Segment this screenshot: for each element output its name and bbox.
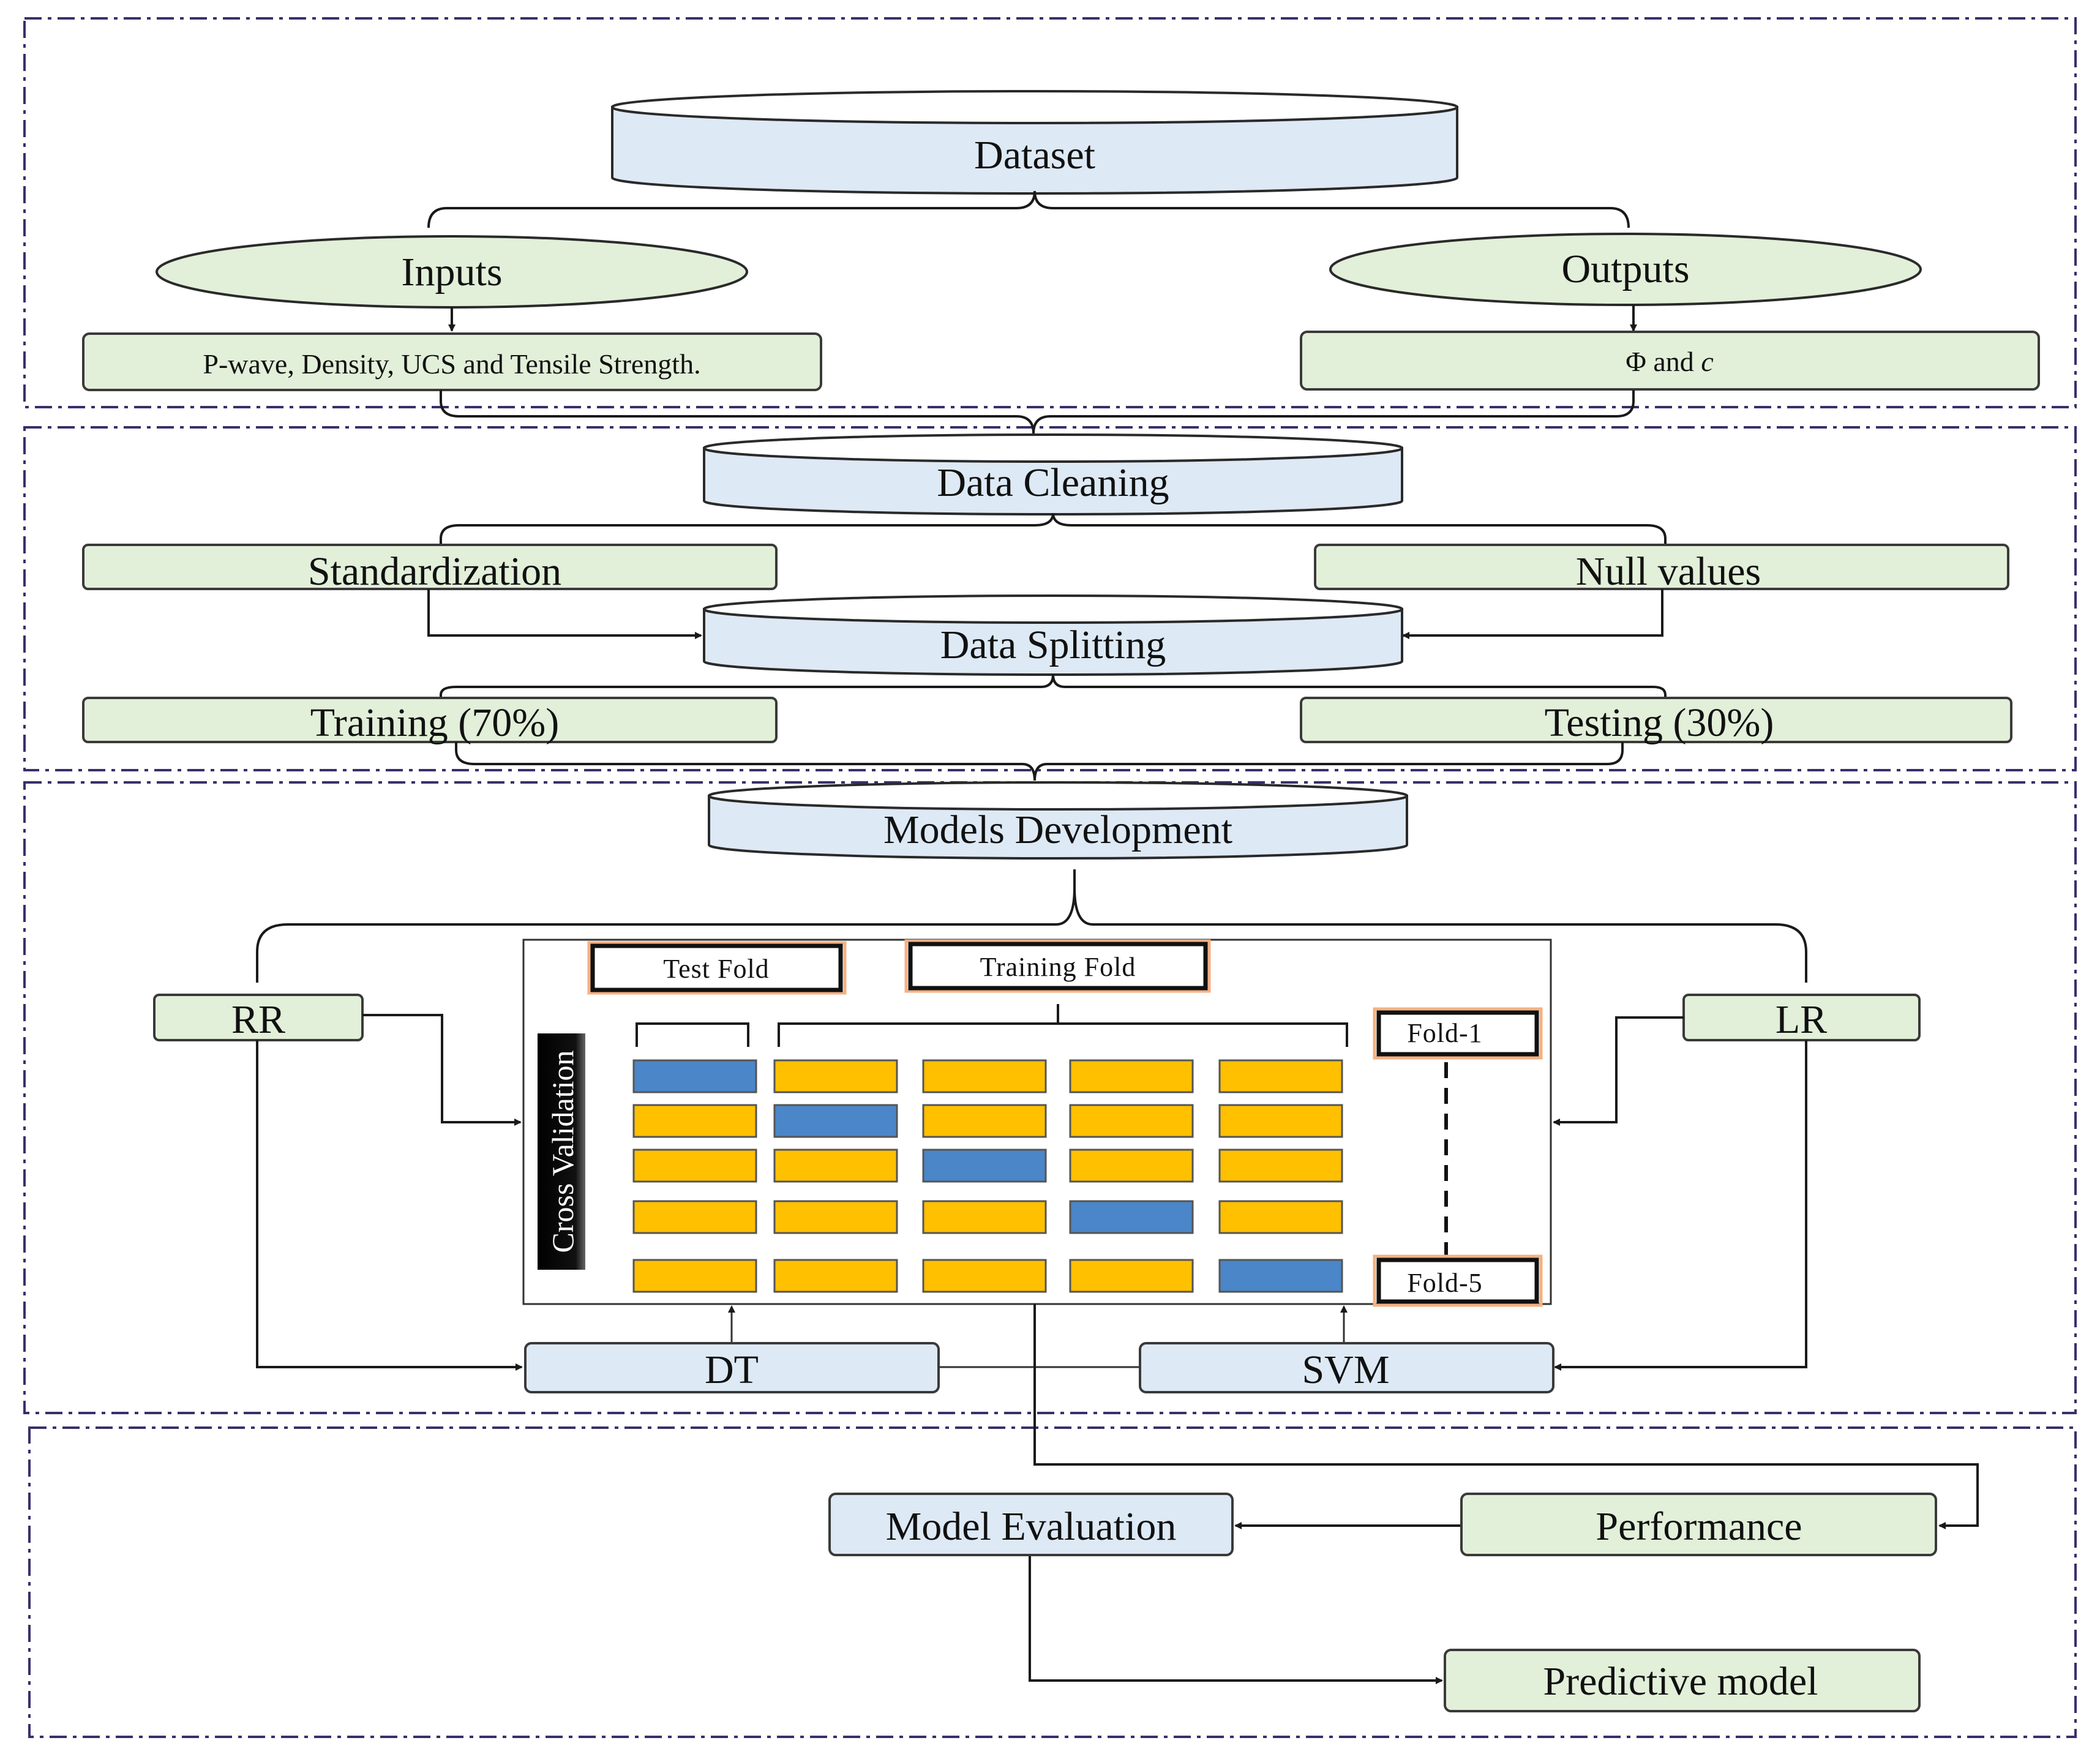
training-fold-block: [1069, 1259, 1194, 1293]
null-values-label: Null values: [1576, 549, 1761, 594]
arrow-nullvalues-splitting: [1402, 589, 1663, 639]
cross-validation-label: Cross Validation: [546, 1050, 580, 1253]
lr-box: LR: [1682, 994, 1921, 1042]
rr-box: RR: [153, 994, 364, 1042]
data-cleaning-cylinder: Data Cleaning: [703, 433, 1403, 515]
fold-5-label: Fold-5: [1407, 1268, 1482, 1298]
training-fold-block: [632, 1259, 757, 1293]
test-fold-block: [1218, 1259, 1343, 1293]
arrow-rr-dt: [256, 1040, 523, 1371]
inputs-ellipse: Inputs: [156, 235, 748, 309]
cross-validation-panel: Cross Validation Test Fold Training Fold…: [522, 939, 1552, 1307]
inputs-label: Inputs: [402, 250, 503, 294]
arrow-evaluation-predictive: [1029, 1556, 1443, 1684]
predictive-model-box: Predictive model: [1444, 1649, 1921, 1712]
performance-label: Performance: [1596, 1504, 1802, 1549]
splitting-brace: [440, 674, 1667, 698]
training-fold-block: [1069, 1104, 1194, 1138]
training-fold-block: [773, 1200, 898, 1234]
fold-1-label: Fold-1: [1407, 1018, 1482, 1048]
training-fold-block: [632, 1104, 757, 1138]
null-values-box: Null values: [1314, 544, 2009, 594]
dataset-label: Dataset: [974, 133, 1095, 178]
training-fold-bracket: [778, 1004, 1348, 1047]
training-fold-block: [922, 1059, 1047, 1093]
standardization-box: Standardization: [82, 544, 778, 594]
data-splitting-cylinder: Data Splitting: [703, 594, 1403, 676]
rr-label: RR: [231, 997, 285, 1042]
test-fold-block: [922, 1149, 1047, 1183]
arrow-lr-cv: [1553, 1016, 1684, 1126]
testing-split-box: Testing (30%): [1300, 697, 2012, 745]
standardization-label: Standardization: [308, 549, 561, 594]
model-evaluation-box: Model Evaluation: [828, 1493, 1234, 1556]
dataset-cylinder: Dataset: [611, 90, 1458, 195]
arrow-lr-svm: [1554, 1040, 1807, 1371]
output-targets-label: Φ and c: [1626, 346, 1713, 377]
dt-box: DT: [524, 1342, 940, 1393]
training-fold-block: [1069, 1059, 1194, 1093]
training-split-label: Training (70%): [310, 700, 559, 745]
training-fold-block: [1218, 1059, 1343, 1093]
arrow-standardization-splitting: [427, 589, 702, 639]
outputs-label: Outputs: [1561, 247, 1689, 291]
test-fold-block: [1069, 1200, 1194, 1234]
training-fold-block: [922, 1259, 1047, 1293]
lr-label: LR: [1776, 997, 1827, 1042]
training-split-box: Training (70%): [82, 697, 778, 745]
split-brace: [455, 742, 1624, 781]
training-fold-label: Training Fold: [980, 952, 1136, 982]
testing-split-label: Testing (30%): [1545, 700, 1774, 745]
output-targets-box: Φ and c: [1300, 331, 2040, 391]
model-evaluation-label: Model Evaluation: [886, 1504, 1177, 1549]
test-fold-bracket: [636, 1022, 749, 1047]
test-fold-tag: Test Fold: [587, 941, 847, 995]
models-brace: [256, 869, 1807, 983]
features-brace: [440, 390, 1635, 434]
training-fold-block: [922, 1200, 1047, 1234]
training-fold-block: [922, 1104, 1047, 1138]
fold-grid: [632, 1059, 1343, 1293]
test-fold-label: Test Fold: [663, 954, 769, 984]
training-fold-block: [773, 1259, 898, 1293]
section-preprocessing: [23, 426, 2077, 771]
training-fold-block: [1069, 1149, 1194, 1183]
cross-validation-tag: Cross Validation: [538, 1033, 585, 1270]
section-data: [23, 17, 2077, 408]
cleaning-brace: [440, 512, 1667, 545]
outputs-ellipse: Outputs: [1329, 233, 1922, 306]
fold-5-tag: Fold-5: [1373, 1254, 1543, 1307]
data-splitting-label: Data Splitting: [940, 623, 1166, 667]
training-fold-block: [1218, 1200, 1343, 1234]
models-development-label: Models Development: [883, 808, 1232, 852]
performance-box: Performance: [1460, 1493, 1937, 1556]
arrow-rr-cv: [362, 1014, 522, 1126]
training-fold-tag: Training Fold: [904, 939, 1211, 993]
input-features-box: P-wave, Density, UCS and Tensile Strengt…: [82, 332, 822, 391]
section-evaluation: [28, 1426, 2077, 1738]
training-fold-block: [1218, 1104, 1343, 1138]
training-fold-block: [1218, 1149, 1343, 1183]
training-fold-block: [632, 1200, 757, 1234]
dt-label: DT: [705, 1347, 759, 1392]
input-features-label: P-wave, Density, UCS and Tensile Strengt…: [203, 348, 700, 380]
arrow-cv-performance: [1033, 1304, 1979, 1529]
fold-1-tag: Fold-1: [1373, 1007, 1543, 1060]
svm-box: SVM: [1139, 1342, 1554, 1393]
predictive-model-label: Predictive model: [1543, 1659, 1818, 1704]
test-fold-block: [773, 1104, 898, 1138]
svm-label: SVM: [1302, 1347, 1389, 1392]
data-cleaning-label: Data Cleaning: [937, 460, 1169, 505]
training-fold-block: [632, 1149, 757, 1183]
training-fold-block: [773, 1059, 898, 1093]
training-fold-block: [773, 1149, 898, 1183]
test-fold-block: [632, 1059, 757, 1093]
dataset-brace: [427, 190, 1630, 228]
models-development-cylinder: Models Development: [708, 781, 1408, 860]
